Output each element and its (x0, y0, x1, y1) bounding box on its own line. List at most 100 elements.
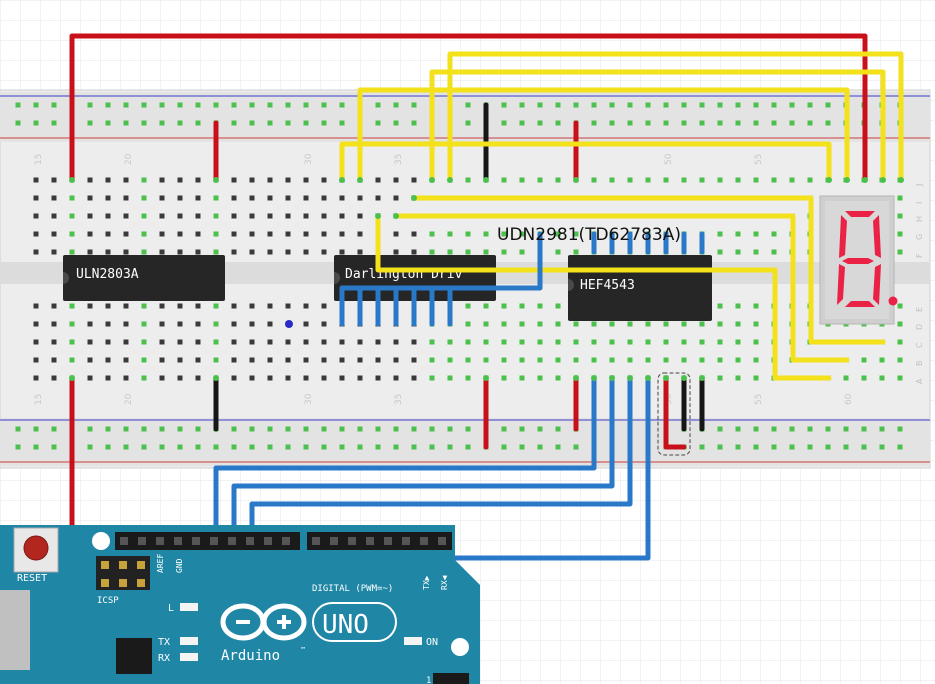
arduino-uno[interactable]: RESET ICSP AREF GND DIGITAL (PWM=~) TX▶ … (0, 525, 480, 684)
rail-hole[interactable] (735, 426, 741, 432)
hole[interactable] (699, 339, 705, 345)
hole[interactable] (303, 177, 309, 183)
hole[interactable] (537, 339, 543, 345)
rail-hole[interactable] (645, 102, 651, 108)
rail-hole[interactable] (807, 426, 813, 432)
hole[interactable] (519, 303, 525, 309)
rail-hole[interactable] (825, 426, 831, 432)
hole[interactable] (501, 375, 507, 381)
rail-hole[interactable] (321, 120, 327, 126)
hole[interactable] (33, 177, 39, 183)
hole[interactable] (51, 303, 57, 309)
wire-endpoint[interactable] (483, 375, 489, 381)
hole[interactable] (51, 249, 57, 255)
rail-hole[interactable] (753, 426, 759, 432)
blue-wire[interactable] (213, 375, 597, 544)
wire-endpoint[interactable] (591, 375, 597, 381)
header-pin[interactable] (312, 537, 320, 545)
hole[interactable] (123, 231, 129, 237)
rail-hole[interactable] (123, 426, 129, 432)
hole[interactable] (321, 195, 327, 201)
hole[interactable] (339, 249, 345, 255)
hole[interactable] (321, 303, 327, 309)
rail-hole[interactable] (465, 444, 471, 450)
rail-hole[interactable] (609, 120, 615, 126)
rail-hole[interactable] (195, 102, 201, 108)
rail-hole[interactable] (717, 102, 723, 108)
hole[interactable] (195, 195, 201, 201)
header-pin[interactable] (228, 537, 236, 545)
hole[interactable] (483, 357, 489, 363)
hole[interactable] (609, 321, 615, 327)
rail-hole[interactable] (519, 426, 525, 432)
rail-hole[interactable] (249, 444, 255, 450)
wire-endpoint[interactable] (213, 177, 219, 183)
hole[interactable] (123, 177, 129, 183)
rail-hole[interactable] (177, 102, 183, 108)
hole[interactable] (249, 213, 255, 219)
hole[interactable] (105, 357, 111, 363)
hole[interactable] (141, 339, 147, 345)
hole[interactable] (717, 321, 723, 327)
hole[interactable] (33, 375, 39, 381)
wire-endpoint[interactable] (862, 177, 868, 183)
rail-hole[interactable] (411, 444, 417, 450)
hole[interactable] (69, 213, 75, 219)
hole[interactable] (231, 213, 237, 219)
rail-hole[interactable] (807, 102, 813, 108)
hole[interactable] (519, 321, 525, 327)
hole[interactable] (483, 249, 489, 255)
hole[interactable] (267, 375, 273, 381)
hole[interactable] (537, 177, 543, 183)
hole[interactable] (33, 303, 39, 309)
hole[interactable] (429, 249, 435, 255)
hole[interactable] (879, 375, 885, 381)
hole[interactable] (141, 213, 147, 219)
hole[interactable] (339, 375, 345, 381)
rail-hole[interactable] (87, 444, 93, 450)
hole[interactable] (555, 357, 561, 363)
rail-hole[interactable] (159, 426, 165, 432)
hole[interactable] (267, 249, 273, 255)
rail-hole[interactable] (771, 444, 777, 450)
hole[interactable] (447, 375, 453, 381)
rail-hole[interactable] (555, 444, 561, 450)
rail-hole[interactable] (591, 102, 597, 108)
hole[interactable] (33, 249, 39, 255)
rail-hole[interactable] (789, 426, 795, 432)
hole[interactable] (177, 177, 183, 183)
hole[interactable] (447, 249, 453, 255)
hole[interactable] (105, 195, 111, 201)
rail-hole[interactable] (663, 120, 669, 126)
icsp-pin[interactable] (101, 561, 109, 569)
hole[interactable] (303, 213, 309, 219)
header-pin[interactable] (246, 537, 254, 545)
hole[interactable] (69, 195, 75, 201)
rail-hole[interactable] (753, 102, 759, 108)
hole[interactable] (231, 321, 237, 327)
rail-hole[interactable] (249, 120, 255, 126)
hole[interactable] (717, 177, 723, 183)
rail-hole[interactable] (51, 444, 57, 450)
hole[interactable] (159, 177, 165, 183)
hole[interactable] (69, 321, 75, 327)
rail-hole[interactable] (573, 102, 579, 108)
hole[interactable] (681, 357, 687, 363)
hole[interactable] (519, 375, 525, 381)
hole[interactable] (483, 231, 489, 237)
hole[interactable] (87, 303, 93, 309)
hole[interactable] (231, 231, 237, 237)
rail-hole[interactable] (15, 102, 21, 108)
hole[interactable] (339, 213, 345, 219)
wire-endpoint[interactable] (645, 375, 651, 381)
hole[interactable] (357, 249, 363, 255)
rail-hole[interactable] (465, 102, 471, 108)
rail-hole[interactable] (231, 444, 237, 450)
hole[interactable] (555, 375, 561, 381)
hole[interactable] (429, 231, 435, 237)
rail-hole[interactable] (717, 444, 723, 450)
hole[interactable] (555, 339, 561, 345)
wire-endpoint[interactable] (357, 177, 363, 183)
hole[interactable] (465, 375, 471, 381)
hole[interactable] (285, 303, 291, 309)
